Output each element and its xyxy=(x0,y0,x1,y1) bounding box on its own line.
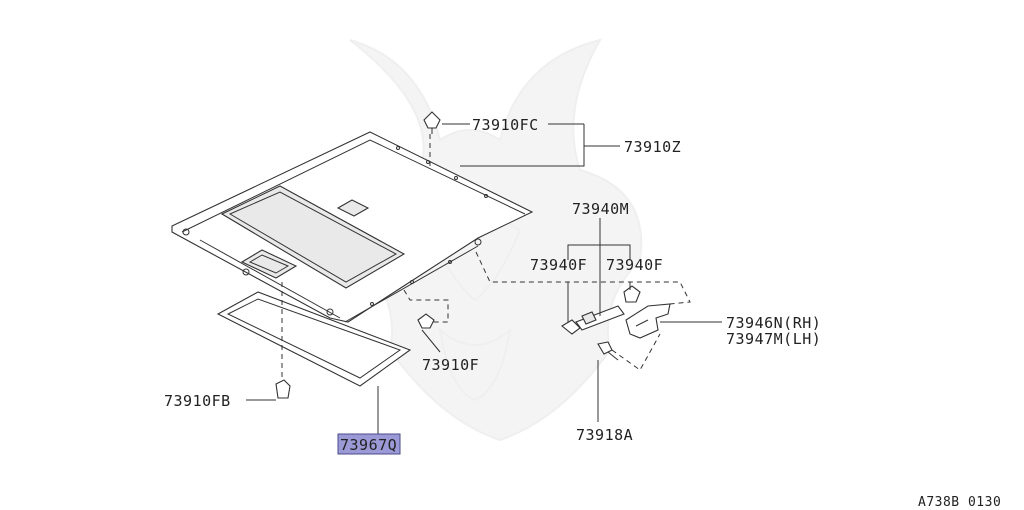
leader-lines xyxy=(246,123,722,447)
label-73940M[interactable]: 73940M xyxy=(572,200,629,218)
label-73947M[interactable]: 73947M(LH) xyxy=(726,330,821,348)
clip-73910FB xyxy=(275,379,291,399)
grip-bracket-73940F-right xyxy=(623,285,641,303)
label-73910FC[interactable]: 73910FC xyxy=(472,116,539,134)
label-73910F[interactable]: 73910F xyxy=(422,356,479,374)
bracket-73946N-73947M xyxy=(625,303,671,339)
label-73940F-right[interactable]: 73940F xyxy=(606,256,663,274)
diagram-code: A738B 0130 xyxy=(918,495,1001,510)
grip-73940M xyxy=(575,305,625,331)
label-73946N[interactable]: 73946N(RH) xyxy=(726,314,821,332)
label-73967Q[interactable]: 73967Q xyxy=(340,436,397,454)
headlining-panel xyxy=(171,131,534,323)
clip-73910FC xyxy=(423,111,441,134)
label-73940F-left[interactable]: 73940F xyxy=(530,256,587,274)
sunroof-finisher xyxy=(216,291,412,387)
label-73910FB[interactable]: 73910FB xyxy=(164,392,231,410)
clip-73910F xyxy=(417,313,435,329)
highlight-73967Q xyxy=(337,433,401,455)
watermark-emblem xyxy=(349,38,643,442)
label-73910Z[interactable]: 73910Z xyxy=(624,138,681,156)
label-73918A[interactable]: 73918A xyxy=(576,426,633,444)
